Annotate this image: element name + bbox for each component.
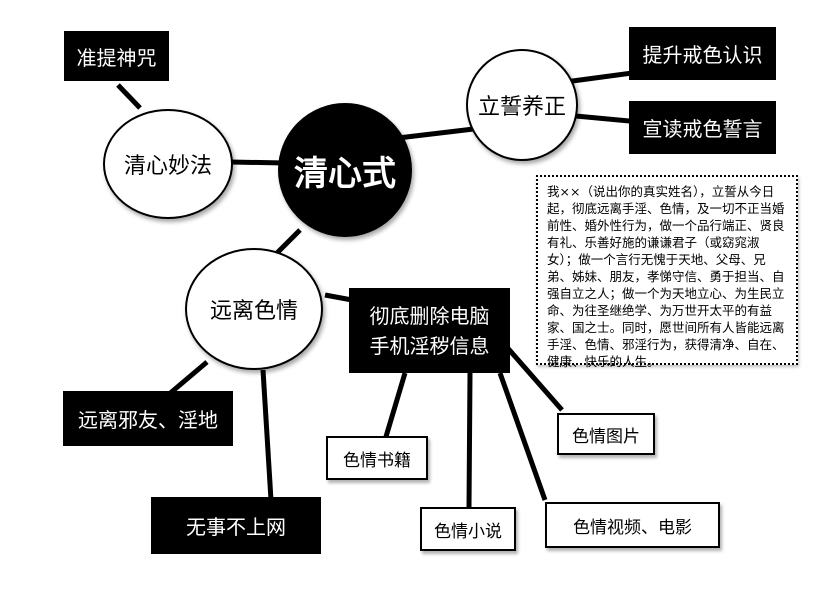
line-friends xyxy=(166,360,209,397)
branch-method: 清心妙法 xyxy=(103,109,233,219)
leaf-novels: 色情小说 xyxy=(420,507,516,551)
leaf-pictures: 色情图片 xyxy=(557,413,655,455)
line-method xyxy=(229,159,286,166)
line-offline xyxy=(260,369,274,501)
leaf-delete: 彻底删除电脑 手机淫秽信息 xyxy=(349,288,510,373)
branch-avoid: 远离色情 xyxy=(185,248,323,370)
line-books xyxy=(382,372,408,441)
line-mantra xyxy=(116,83,142,110)
line-knowledge xyxy=(564,69,641,85)
line-vow xyxy=(397,125,483,141)
oath-text-box: 我××（说出你的真实姓名），立誓从今日起，彻底远离手淫、色情，及一切不正当婚前性… xyxy=(536,175,798,369)
line-pictures xyxy=(503,343,564,412)
line-avoid xyxy=(273,228,302,257)
leaf-videos: 色情视频、电影 xyxy=(545,502,720,548)
leaf-delete-line2: 手机淫秽信息 xyxy=(369,333,490,358)
leaf-offline: 无事不上网 xyxy=(151,497,321,554)
line-novels xyxy=(466,372,473,509)
leaf-books: 色情书籍 xyxy=(326,436,428,480)
leaf-friends: 远离邪友、淫地 xyxy=(63,391,233,446)
line-videos xyxy=(497,372,548,501)
leaf-mantra: 准提神咒 xyxy=(64,31,169,81)
leaf-oath: 宣读戒色誓言 xyxy=(629,101,776,154)
branch-vow: 立誓养正 xyxy=(466,49,578,161)
leaf-knowledge: 提升戒色认识 xyxy=(629,27,776,80)
line-oath xyxy=(564,112,641,125)
line-delete xyxy=(324,292,353,303)
center-node: 清心式 xyxy=(278,103,412,237)
leaf-delete-line1: 彻底删除电脑 xyxy=(369,303,490,328)
